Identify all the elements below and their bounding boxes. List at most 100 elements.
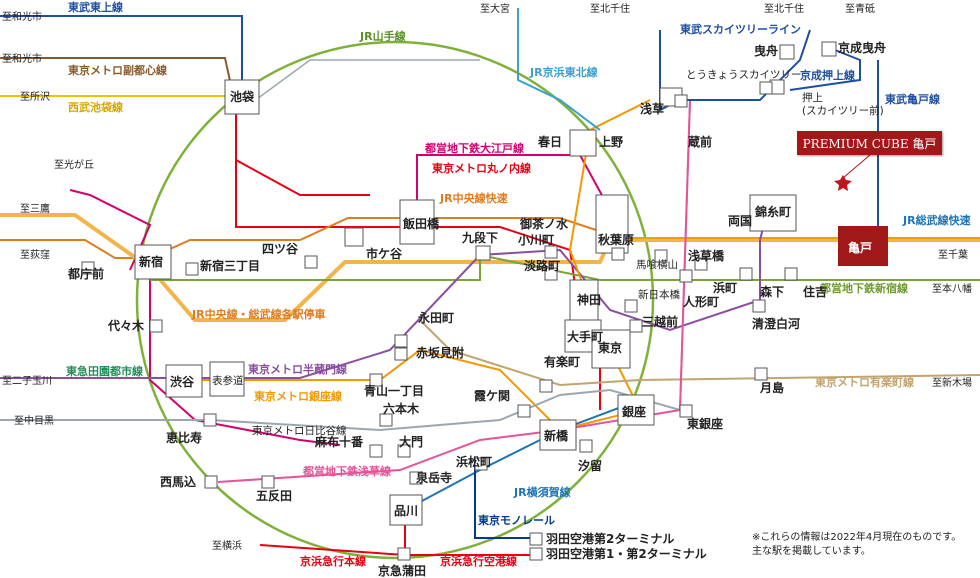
station-hamacho: 浜町 xyxy=(713,280,737,295)
station-box-shinbashi[interactable] xyxy=(539,419,577,451)
station-box-ginza[interactable] xyxy=(617,394,655,426)
label-hanzomon: 東京メトロ半蔵門線 xyxy=(248,362,347,376)
label-keikyu-airport: 京浜急行空港線 xyxy=(440,554,517,568)
dest-label: 至三鷹 xyxy=(20,202,50,215)
station-bakuro: 馬喰横山 xyxy=(636,258,678,271)
station-box-kameido[interactable] xyxy=(838,226,888,266)
label-ginza: 東京メトロ銀座線 xyxy=(254,389,342,403)
station-box-shibuya[interactable] xyxy=(165,364,203,398)
station-sengakuji: 泉岳寺 xyxy=(416,470,452,485)
label-skytree: 東武スカイツリーライン xyxy=(680,22,801,36)
label-marunouchi: 東京メトロ丸ノ内線 xyxy=(432,161,531,175)
station-yoyogi: 代々木 xyxy=(107,318,145,333)
monorail-line xyxy=(474,460,530,539)
station-tokyo: 東京 xyxy=(598,340,622,355)
dest-label: 至光が丘 xyxy=(54,158,94,171)
yamanote-line xyxy=(135,40,655,560)
station-kinshicho: 錦糸町 xyxy=(754,204,791,219)
station-kasuga: 春日 xyxy=(537,134,562,149)
station-kasumigaseki: 霞ケ関 xyxy=(474,389,510,403)
station-box-kasuga[interactable] xyxy=(569,129,597,157)
station-box-ichigaya[interactable] xyxy=(344,227,364,247)
station-oshiage-sub: (スカイツリー前) xyxy=(802,104,884,117)
label-yokosuka: JR横須賀線 xyxy=(513,485,571,499)
dest-label: 至所沢 xyxy=(20,90,50,103)
station-box-shinjuku[interactable] xyxy=(134,244,172,280)
dest-label: 至本八幡 xyxy=(932,282,972,295)
label-kameido-line: 東武亀戸線 xyxy=(885,92,940,106)
label-denentoshi: 東急田園都市線 xyxy=(66,364,143,378)
station-shin-nihonbashi: 新日本橋 xyxy=(638,288,680,301)
station-hamamatsucho: 浜松町 xyxy=(456,454,492,469)
dest-label: 至大宮 xyxy=(480,2,510,15)
station-kameido: 亀戸 xyxy=(848,240,872,255)
station-box-akihabara[interactable] xyxy=(595,194,629,254)
label-yamanote: JR山手線 xyxy=(359,29,406,43)
dest-label: 至荻窪 xyxy=(20,248,50,261)
station-box-tokyo[interactable] xyxy=(591,329,631,369)
station-haneda2: 羽田空港第2ターミナル xyxy=(546,531,674,546)
station-kudanshita: 九段下 xyxy=(461,230,498,245)
dest-label: 至和光市 xyxy=(2,52,42,65)
station-omotesando: 表参道 xyxy=(212,374,244,387)
label-hibiya: 東京メトロ日比谷線 xyxy=(252,424,347,437)
station-otemachi: 大手町 xyxy=(567,329,603,344)
label-keikyu: 京浜急行本線 xyxy=(300,554,366,568)
dest-label: 至北千住 xyxy=(764,2,804,15)
station-ogawamachi: 小川町 xyxy=(518,232,554,247)
station-box-shinagawa[interactable] xyxy=(389,494,423,526)
station-box-keisei-hikifune[interactable] xyxy=(821,41,837,57)
station-keisei-hikifune: 京成曳舟 xyxy=(838,40,886,55)
station-shinbashi: 新橋 xyxy=(544,428,569,443)
label-tobu-tojo: 東武東上線 xyxy=(68,0,123,14)
station-sumiyoshi: 住吉 xyxy=(803,284,827,299)
station-tokyo-skytree: とうきょうスカイツリー xyxy=(686,69,802,81)
station-awajicho: 淡路町 xyxy=(524,258,560,273)
station-box-iidabashi[interactable] xyxy=(399,199,435,245)
footnote-line: ※これらの情報は2022年4月現在のものです。 xyxy=(752,532,962,543)
label-monorail: 東京モノレール xyxy=(478,513,555,527)
station-shinagawa: 品川 xyxy=(394,504,418,518)
station-kuramae: 蔵前 xyxy=(688,134,712,149)
shinjuku-line xyxy=(150,253,980,281)
keisei-oshiage-line xyxy=(789,47,861,91)
dest-label: 至二子玉川 xyxy=(2,375,52,387)
station-keikyu-kamata: 京急蒲田 xyxy=(378,563,426,578)
station-nishi-magome: 西馬込 xyxy=(160,474,196,489)
label-sobu-rapid: JR総武線快速 xyxy=(902,213,971,227)
label-shinjuku-line: 都営地下鉄新宿線 xyxy=(819,281,908,295)
station-daimon: 大門 xyxy=(399,434,423,449)
station-box-kinshicho[interactable] xyxy=(749,194,797,232)
footnote-line: 主な駅を掲載しています。 xyxy=(752,546,871,557)
station-higashi-ginza: 東銀座 xyxy=(687,416,723,431)
label-yurakucho: 東京メトロ有楽町線 xyxy=(815,375,914,389)
chuo-rapid-line xyxy=(0,217,621,259)
dest-label: 至新木場 xyxy=(932,376,972,389)
station-box-ikebukuro[interactable] xyxy=(224,79,260,115)
station-shibuya: 渋谷 xyxy=(170,374,195,389)
station-box-hikifune[interactable] xyxy=(779,44,795,60)
station-iidabashi: 飯田橋 xyxy=(402,216,440,231)
dest-label: 至青砥 xyxy=(845,2,875,15)
station-azabu: 麻布十番 xyxy=(314,434,364,449)
station-ueno: 上野 xyxy=(599,134,623,149)
station-asakusabashi: 浅草橋 xyxy=(688,248,725,263)
station-box-kanda[interactable] xyxy=(569,279,599,321)
asakusa-line xyxy=(217,99,691,483)
station-aoyama: 青山一丁目 xyxy=(364,383,424,398)
station-tochomae: 都庁前 xyxy=(67,266,104,281)
station-haneda12: 羽田空港第1・第2ターミナル xyxy=(546,546,707,561)
station-akasaka-mitsuke: 赤坂見附 xyxy=(416,345,464,360)
location-star-icon xyxy=(834,175,852,191)
station-nagatacho: 永田町 xyxy=(417,310,454,325)
dest-label: 至北千住 xyxy=(590,2,630,15)
station-oshiage: 押上 xyxy=(802,91,823,104)
station-gotanda: 五反田 xyxy=(256,488,292,503)
station-yurakucho: 有楽町 xyxy=(544,354,580,369)
station-ginza: 銀座 xyxy=(621,404,646,419)
label-keihin-tohoku: JR京浜東北線 xyxy=(529,65,598,79)
station-hikifune: 曳舟 xyxy=(754,43,778,58)
tobu-tojo-line xyxy=(0,15,243,90)
station-box-omotesando[interactable] xyxy=(209,361,245,397)
